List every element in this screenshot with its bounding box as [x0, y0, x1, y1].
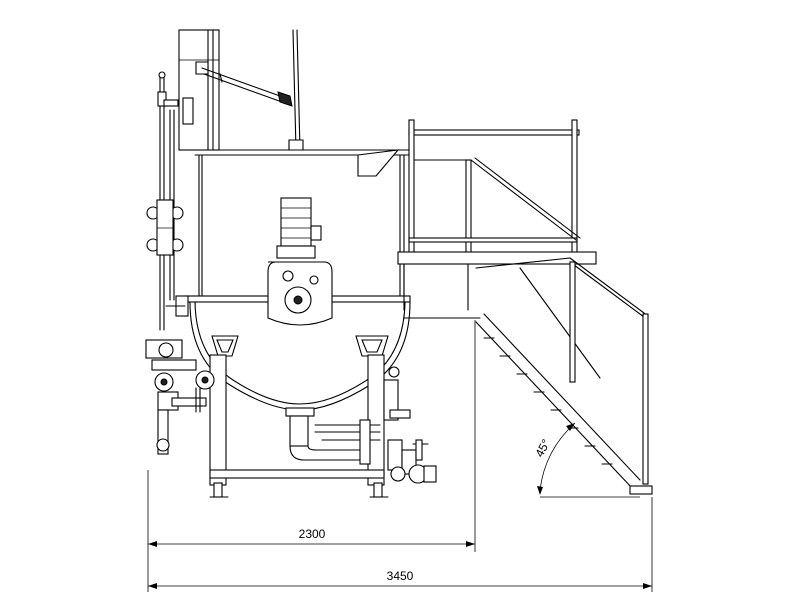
platform-railing [397, 119, 597, 319]
dimension-3450-label: 3450 [387, 569, 414, 583]
agitator-motor [276, 197, 322, 259]
support-brackets [211, 335, 389, 357]
dimension-2300: 2300 [147, 320, 476, 592]
lid-lever-arm [195, 61, 293, 107]
support-frame [209, 354, 389, 498]
agitator-gearbox [267, 261, 333, 326]
angle-dimension: 45° [532, 422, 640, 498]
left-piping [145, 71, 215, 455]
control-box [178, 29, 220, 151]
bottom-piping [289, 415, 381, 465]
lid-handle-pole [288, 29, 304, 151]
staircase [475, 257, 653, 495]
dimension-2300-label: 2300 [299, 527, 326, 541]
drain-valve [383, 366, 437, 484]
dimension-3450: 3450 [148, 497, 653, 592]
